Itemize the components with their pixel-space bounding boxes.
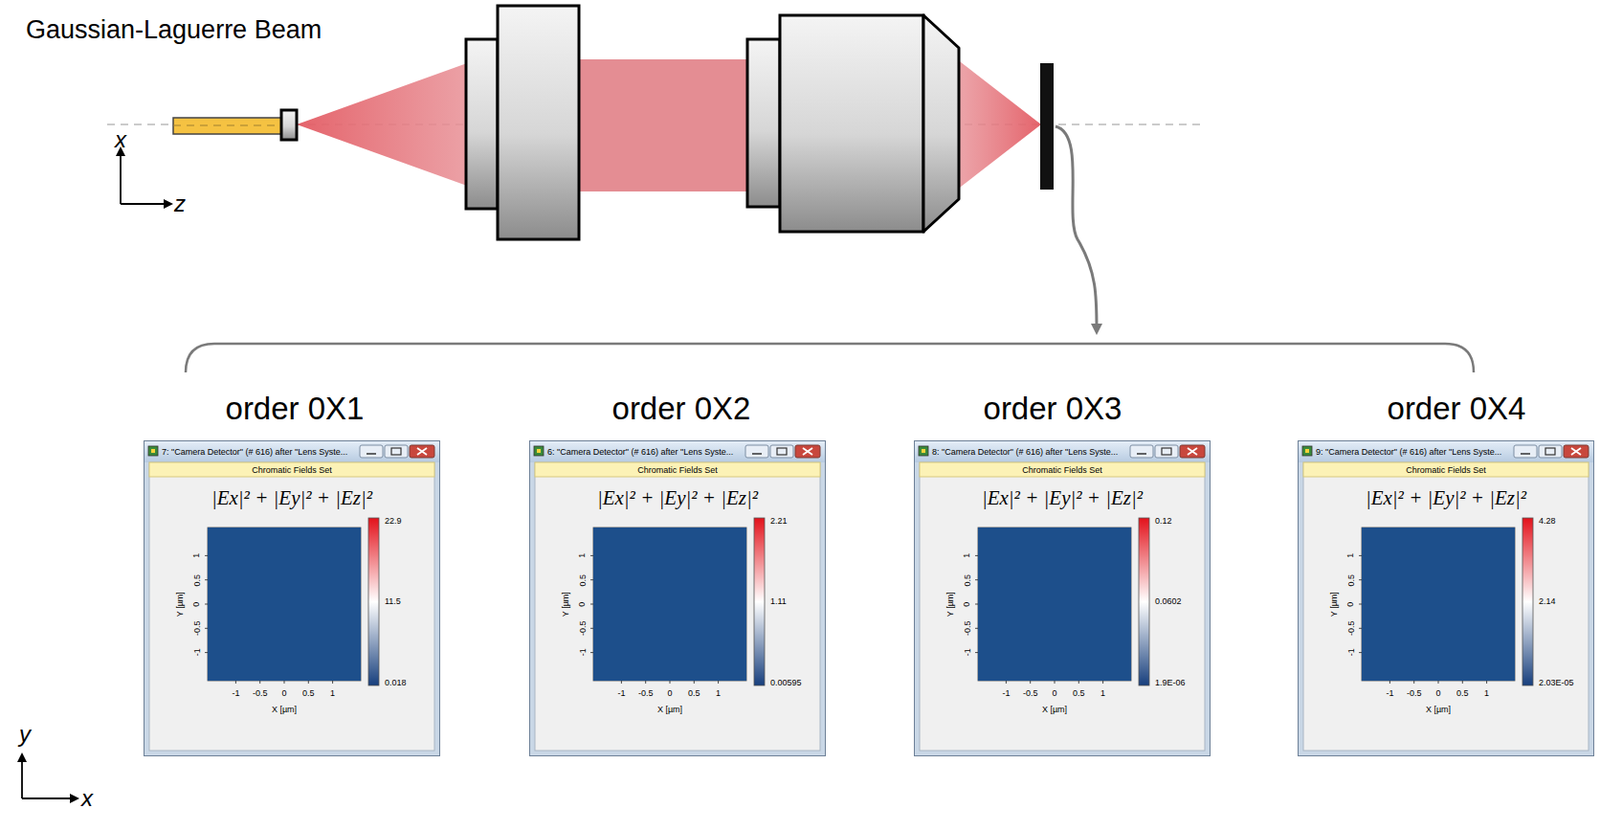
tick-label: 0 bbox=[1435, 688, 1441, 698]
tick-label: -1 bbox=[1385, 688, 1394, 698]
axis-label: x bbox=[114, 127, 127, 153]
intensity-formula: |Ex|² + |Ey|² + |Ez|² bbox=[597, 486, 758, 510]
tick-label: -0.5 bbox=[1022, 688, 1039, 698]
colorbar-value: 11.5 bbox=[384, 596, 401, 606]
tick-label: 0.5 bbox=[1346, 573, 1356, 586]
detector-window: order 0X49: "Camera Detector" (# 616) af… bbox=[1297, 440, 1595, 756]
axis-label: y bbox=[19, 721, 31, 747]
detector-window: order 0X38: "Camera Detector" (# 616) af… bbox=[913, 440, 1211, 756]
axis-label: z bbox=[174, 191, 186, 217]
tick-label: -1 bbox=[1001, 688, 1010, 698]
tick-label: 1 bbox=[715, 688, 721, 698]
axis-title: Y [µm] bbox=[175, 591, 185, 617]
colorbar-value: 0.00595 bbox=[770, 677, 802, 688]
tick-label: -1 bbox=[962, 648, 973, 657]
tick-label: 0 bbox=[192, 600, 202, 606]
tick-label: 0.5 bbox=[302, 688, 315, 698]
tick-label: -1 bbox=[1346, 648, 1356, 657]
tick-label: 0 bbox=[666, 688, 672, 698]
axis-title: X [µm] bbox=[657, 704, 683, 714]
colorbar-value: 4.28 bbox=[1538, 515, 1556, 526]
colorbar-value: 1.9E-06 bbox=[1155, 677, 1186, 688]
tick-label: 1 bbox=[962, 553, 973, 558]
tick-label: -0.5 bbox=[962, 621, 973, 637]
colorbar-value: 0.018 bbox=[384, 677, 407, 688]
window-title: 7: "Camera Detector" (# 616) after "Lens… bbox=[161, 446, 348, 457]
tick-label: -0.5 bbox=[638, 688, 654, 698]
tick-label: 0.5 bbox=[962, 573, 973, 586]
tick-label: 1 bbox=[330, 688, 335, 698]
detector-window: order 0X17: "Camera Detector" (# 616) af… bbox=[143, 440, 441, 756]
panel-subtitle: Chromatic Fields Set bbox=[1022, 465, 1103, 475]
axis-title: Y [µm] bbox=[1329, 591, 1339, 617]
tick-label: 0 bbox=[1051, 688, 1057, 698]
colorbar-value: 0.12 bbox=[1155, 515, 1173, 526]
panel-subtitle: Chromatic Fields Set bbox=[1405, 465, 1487, 475]
axis-title: X [µm] bbox=[1042, 704, 1067, 714]
order-heading: order 0X2 bbox=[612, 390, 752, 427]
tick-label: 1 bbox=[577, 553, 588, 558]
detector-window: order 0X26: "Camera Detector" (# 616) af… bbox=[529, 440, 826, 756]
tick-label: 0.5 bbox=[688, 688, 701, 698]
tick-label: -1 bbox=[577, 648, 588, 657]
order-heading: order 0X3 bbox=[983, 390, 1123, 427]
tick-label: 1 bbox=[1484, 688, 1489, 698]
panel-subtitle: Chromatic Fields Set bbox=[251, 465, 333, 475]
tick-label: 0.5 bbox=[577, 573, 588, 586]
window-title: 9: "Camera Detector" (# 616) after "Lens… bbox=[1315, 446, 1502, 457]
beam-label: Gaussian-Laguerre Beam bbox=[25, 16, 322, 45]
tick-label: -0.5 bbox=[1346, 621, 1356, 637]
tick-label: -1 bbox=[617, 688, 625, 698]
axis-title: X [µm] bbox=[1425, 704, 1451, 714]
tick-label: 1 bbox=[1100, 688, 1106, 698]
tick-label: 0 bbox=[577, 600, 588, 606]
colorbar-value: 1.11 bbox=[770, 596, 787, 606]
axis-title: Y [µm] bbox=[945, 591, 956, 617]
intensity-formula: |Ex|² + |Ey|² + |Ez|² bbox=[981, 486, 1143, 510]
colorbar-value: 22.9 bbox=[384, 515, 402, 526]
axis-title: X [µm] bbox=[271, 704, 297, 714]
tick-label: 0.5 bbox=[192, 573, 202, 586]
tick-label: 1 bbox=[192, 553, 202, 558]
intensity-formula: |Ex|² + |Ey|² + |Ez|² bbox=[211, 486, 373, 510]
tick-label: 0.5 bbox=[1456, 688, 1469, 698]
tick-label: -0.5 bbox=[577, 621, 588, 637]
window-title: 8: "Camera Detector" (# 616) after "Lens… bbox=[932, 446, 1118, 457]
panel-subtitle: Chromatic Fields Set bbox=[637, 465, 718, 475]
tick-label: 0.5 bbox=[1072, 688, 1086, 698]
order-heading: order 0X1 bbox=[225, 390, 365, 427]
intensity-formula: |Ex|² + |Ey|² + |Ez|² bbox=[1365, 486, 1527, 510]
window-title: 6: "Camera Detector" (# 616) after "Lens… bbox=[547, 446, 734, 457]
order-heading: order 0X4 bbox=[1387, 390, 1527, 427]
tick-label: -0.5 bbox=[1406, 688, 1423, 698]
tick-label: -1 bbox=[192, 648, 202, 657]
colorbar-value: 2.14 bbox=[1538, 596, 1556, 606]
colorbar-value: 0.0602 bbox=[1155, 596, 1182, 606]
colorbar-value: 2.03E-05 bbox=[1538, 677, 1575, 688]
tick-label: 1 bbox=[1346, 553, 1356, 558]
tick-label: -0.5 bbox=[192, 621, 202, 637]
colorbar-value: 2.21 bbox=[770, 515, 788, 526]
tick-label: -0.5 bbox=[252, 688, 268, 698]
axis-title: Y [µm] bbox=[560, 591, 571, 617]
tick-label: 0 bbox=[1346, 600, 1356, 606]
tick-label: 0 bbox=[962, 600, 973, 606]
tick-label: -1 bbox=[231, 688, 240, 698]
tick-label: 0 bbox=[281, 688, 287, 698]
axis-label: x bbox=[81, 785, 93, 811]
